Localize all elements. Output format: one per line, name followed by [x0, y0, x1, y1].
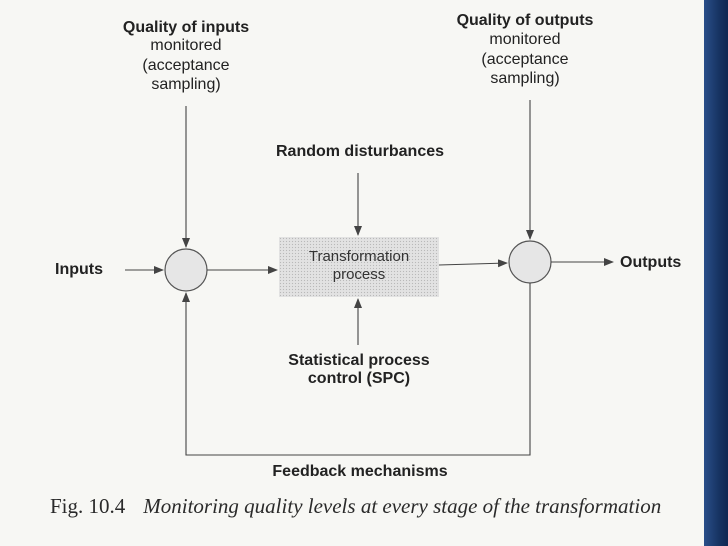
input-check-node [164, 248, 208, 292]
transformation-process-box [279, 237, 439, 297]
quality-outputs-line4: sampling) [490, 70, 560, 87]
inputs-label: Inputs [55, 261, 103, 278]
slide-edge-strip [704, 0, 728, 546]
random-disturbances-label: Random disturbances [275, 143, 445, 160]
quality-inputs-line2: monitored [150, 37, 222, 54]
flow-diagram [125, 100, 614, 456]
quality-outputs-line2: monitored [489, 31, 561, 48]
quality-outputs-line3: (acceptance [481, 51, 569, 68]
outputs-label: Outputs [620, 254, 682, 271]
feedback-loop-arrow [182, 283, 531, 456]
quality-inputs-line3: (acceptance [142, 57, 230, 74]
figure-caption: Fig. 10.4 Monitoring quality levels at ev… [50, 494, 710, 524]
quality-outputs-label: Quality of outputs [456, 12, 594, 29]
feedback-mechanisms-label: Feedback mechanisms [272, 463, 448, 480]
to-output-check-arrow [438, 259, 508, 268]
output-check-node [508, 240, 552, 284]
transformation-process-label: Transformation process [308, 248, 410, 283]
figure-number: Fig. 10.4 [50, 494, 126, 518]
quality-inputs-label: Quality of inputs [122, 19, 250, 36]
spc-label: Statistical process control (SPC) [288, 352, 430, 387]
figure-title: Monitoring quality levels at every stage… [143, 494, 662, 518]
quality-inputs-line4: sampling) [151, 76, 221, 93]
